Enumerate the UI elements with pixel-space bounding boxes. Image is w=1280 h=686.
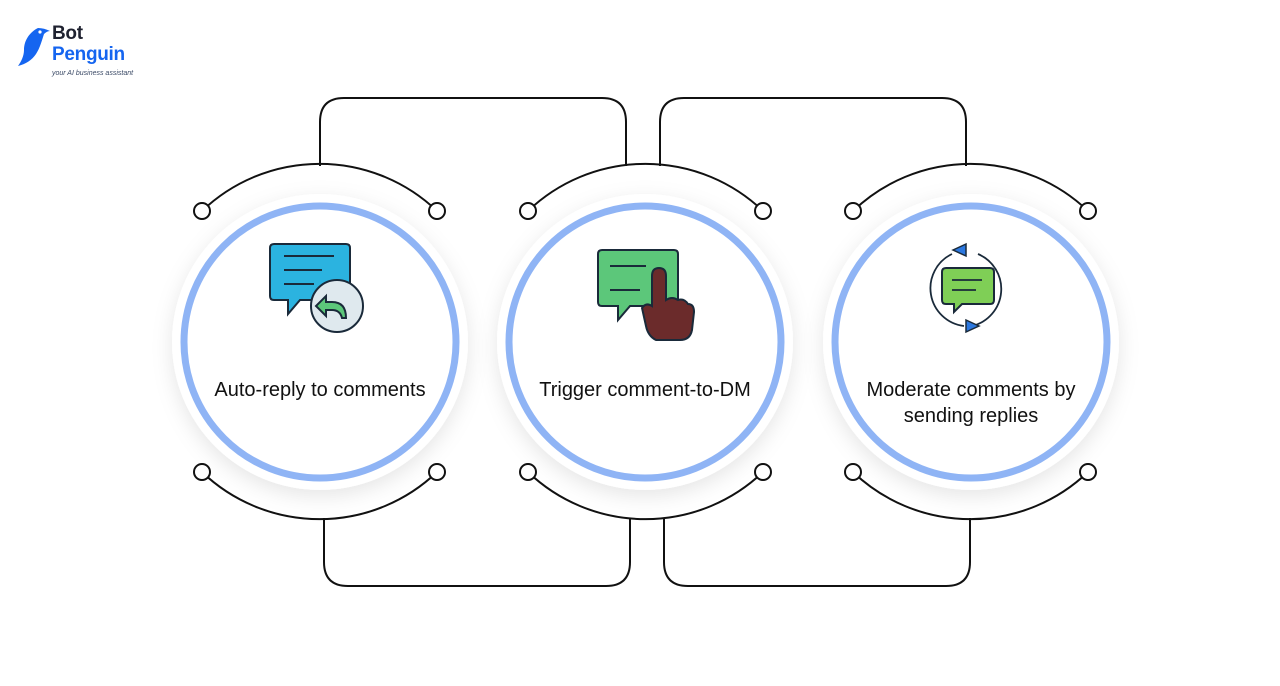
top-connector-2 xyxy=(659,97,967,166)
card-ring xyxy=(831,202,1111,482)
bottom-arc xyxy=(527,471,764,521)
brand-logo: Bot Penguin your AI business assistant xyxy=(18,24,158,84)
top-connector-1 xyxy=(319,97,627,166)
chat-reply-icon xyxy=(269,243,364,333)
brand-name-line2: Penguin xyxy=(52,44,125,65)
step-label-2: Trigger comment-to-DM xyxy=(539,379,751,401)
node-dot xyxy=(193,202,211,220)
card-disc xyxy=(172,194,468,490)
node-dot xyxy=(754,463,772,481)
card-ring xyxy=(180,202,460,482)
bottom-arc xyxy=(852,471,1089,521)
top-arc xyxy=(852,162,1089,212)
step-label-3: Moderate comments by sending replies xyxy=(866,379,1076,427)
node-dot xyxy=(519,463,537,481)
bottom-arc xyxy=(201,471,438,521)
node-dot xyxy=(428,463,446,481)
card-ring xyxy=(505,202,785,482)
chat-tap-icon xyxy=(597,249,696,341)
node-dot xyxy=(519,202,537,220)
step-card-1 xyxy=(172,162,468,521)
bottom-connector-1 xyxy=(323,518,631,587)
node-dot xyxy=(754,202,772,220)
top-arc xyxy=(201,162,438,212)
card-disc xyxy=(497,194,793,490)
node-dot xyxy=(428,202,446,220)
step-card-2 xyxy=(497,162,793,521)
node-dot xyxy=(844,202,862,220)
node-dot xyxy=(844,463,862,481)
bottom-connector-2 xyxy=(663,518,971,587)
step-card-3 xyxy=(823,162,1119,521)
step-label-1: Auto-reply to comments xyxy=(214,379,426,401)
chat-cycle-icon xyxy=(929,242,1003,334)
node-dot xyxy=(1079,463,1097,481)
brand-tagline: your AI business assistant xyxy=(52,70,134,77)
penguin-logo-icon xyxy=(18,28,50,66)
node-dot xyxy=(193,463,211,481)
top-arc xyxy=(527,162,764,212)
brand-name-line1: Bot xyxy=(52,23,83,44)
node-dot xyxy=(1079,202,1097,220)
card-disc xyxy=(823,194,1119,490)
